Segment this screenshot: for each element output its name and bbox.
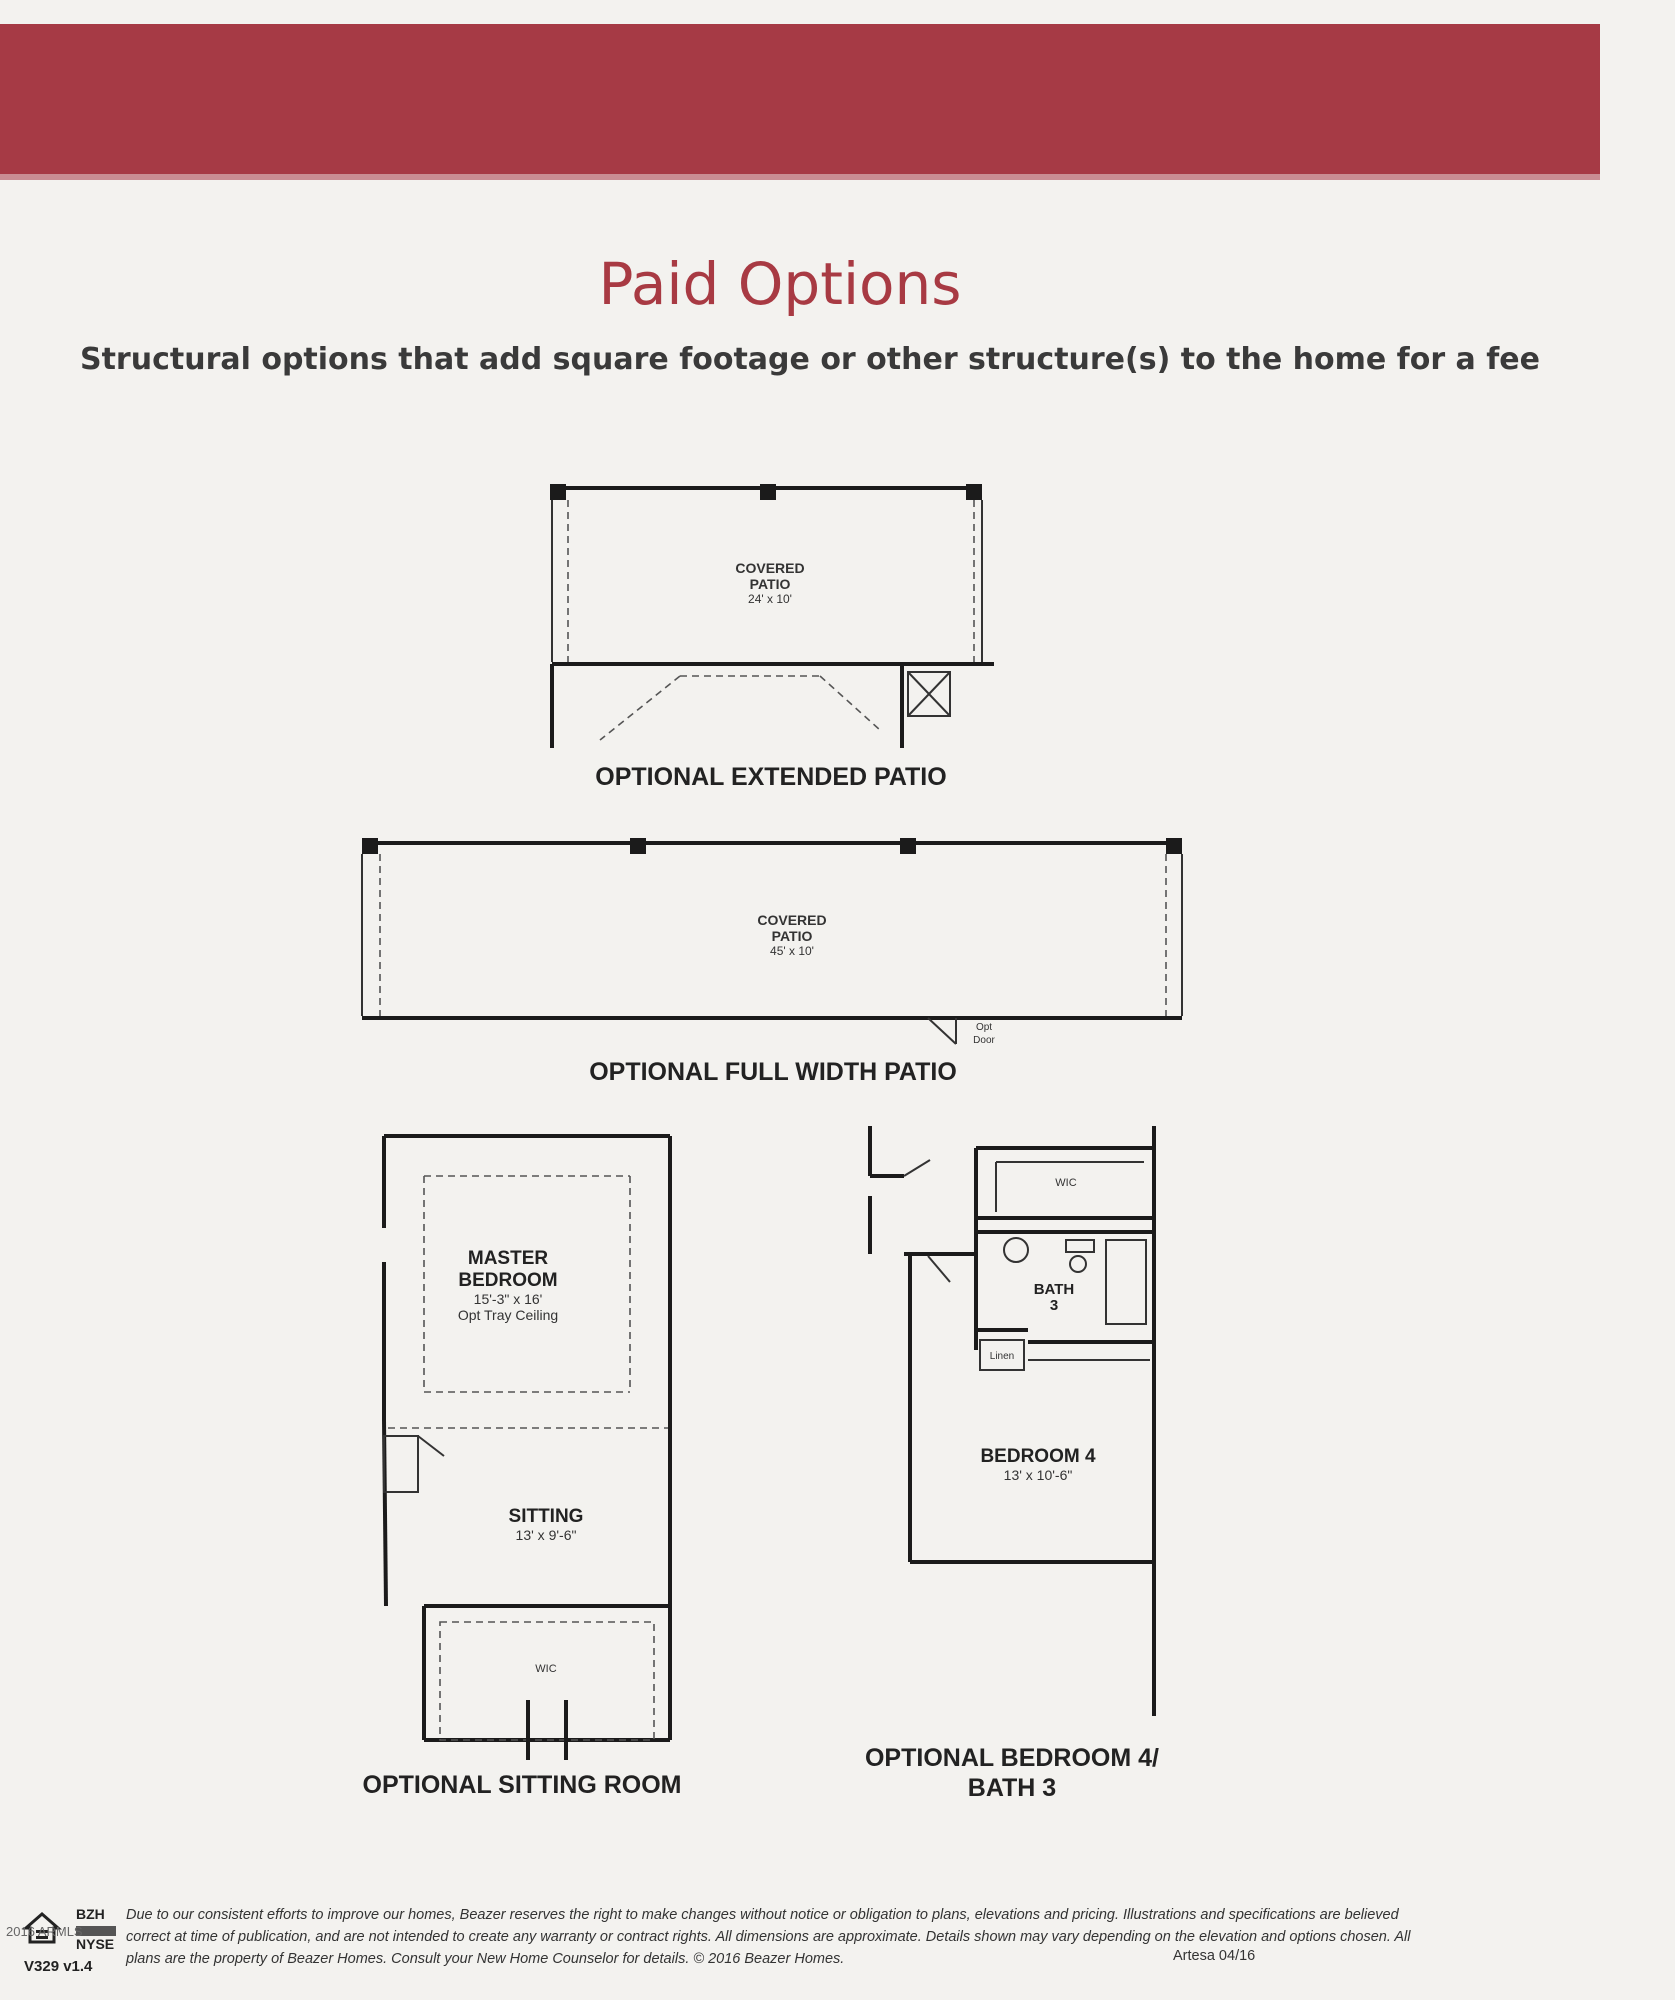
extended-patio-dims: 24' x 10': [748, 592, 792, 606]
page-title: Paid Options: [598, 250, 962, 318]
sitting-label: SITTING: [509, 1506, 584, 1527]
extended-patio-plan: COVERED PATIO 24' x 10' OPTIONAL EXTENDE…: [550, 484, 994, 791]
opt-door-label-line1: Opt: [976, 1022, 992, 1033]
sitting-room-plan: MASTER BEDROOM 15'-3" x 16' Opt Tray Cei…: [363, 1134, 682, 1799]
full-patio-dims: 45' x 10': [770, 944, 814, 958]
full-patio-room-line1: COVERED: [757, 912, 826, 928]
logo-nyse: NYSE: [76, 1936, 115, 1952]
sitting-dims: 13' x 9'-6": [516, 1527, 577, 1543]
linen-label: Linen: [990, 1351, 1014, 1362]
page-subtitle: Structural options that add square foota…: [79, 342, 1540, 377]
bedroom4-caption-line1: OPTIONAL BEDROOM 4/: [865, 1744, 1159, 1772]
extended-patio-caption: OPTIONAL EXTENDED PATIO: [595, 763, 946, 791]
full-patio-room-line2: PATIO: [772, 928, 813, 944]
full-width-patio-plan: COVERED PATIO 45' x 10' Opt Door OPTIONA…: [361, 838, 1183, 1086]
header-band: [0, 24, 1600, 180]
version-code: V329 v1.4: [24, 1958, 93, 1975]
opt-door-label-line2: Door: [973, 1035, 995, 1046]
master-bedroom-dims: 15'-3" x 16': [474, 1291, 543, 1307]
sitting-wic-label: WIC: [535, 1663, 556, 1675]
bath3-label-line1: BATH: [1034, 1281, 1075, 1298]
bath3-label-line2: 3: [1050, 1297, 1058, 1314]
bedroom4-wic-label: WIC: [1055, 1177, 1076, 1189]
master-bedroom-note: Opt Tray Ceiling: [458, 1307, 558, 1323]
watermark: 2016 ARMLS: [6, 1924, 83, 1939]
full-width-patio-caption: OPTIONAL FULL WIDTH PATIO: [589, 1058, 957, 1086]
extended-patio-room-line2: PATIO: [750, 576, 791, 592]
bedroom4-caption-line2: BATH 3: [968, 1774, 1056, 1802]
extended-patio-room-line1: COVERED: [735, 560, 804, 576]
plan-code: Artesa 04/16: [1173, 1948, 1256, 1964]
bedroom4-dims: 13' x 10'-6": [1004, 1467, 1073, 1483]
equal-housing-icon: [22, 1912, 116, 1944]
bedroom4-plan: WIC BATH 3 Linen BEDROOM 4 13' x 10'-6" …: [865, 1126, 1159, 1802]
bedroom4-label: BEDROOM 4: [980, 1446, 1096, 1467]
logo-bzh: BZH: [76, 1906, 105, 1922]
footer-disclaimer: Due to our consistent efforts to improve…: [126, 1907, 1411, 1967]
sitting-room-caption: OPTIONAL SITTING ROOM: [363, 1771, 682, 1799]
master-bedroom-label-line1: MASTER: [468, 1248, 549, 1269]
master-bedroom-label-line2: BEDROOM: [458, 1270, 557, 1291]
